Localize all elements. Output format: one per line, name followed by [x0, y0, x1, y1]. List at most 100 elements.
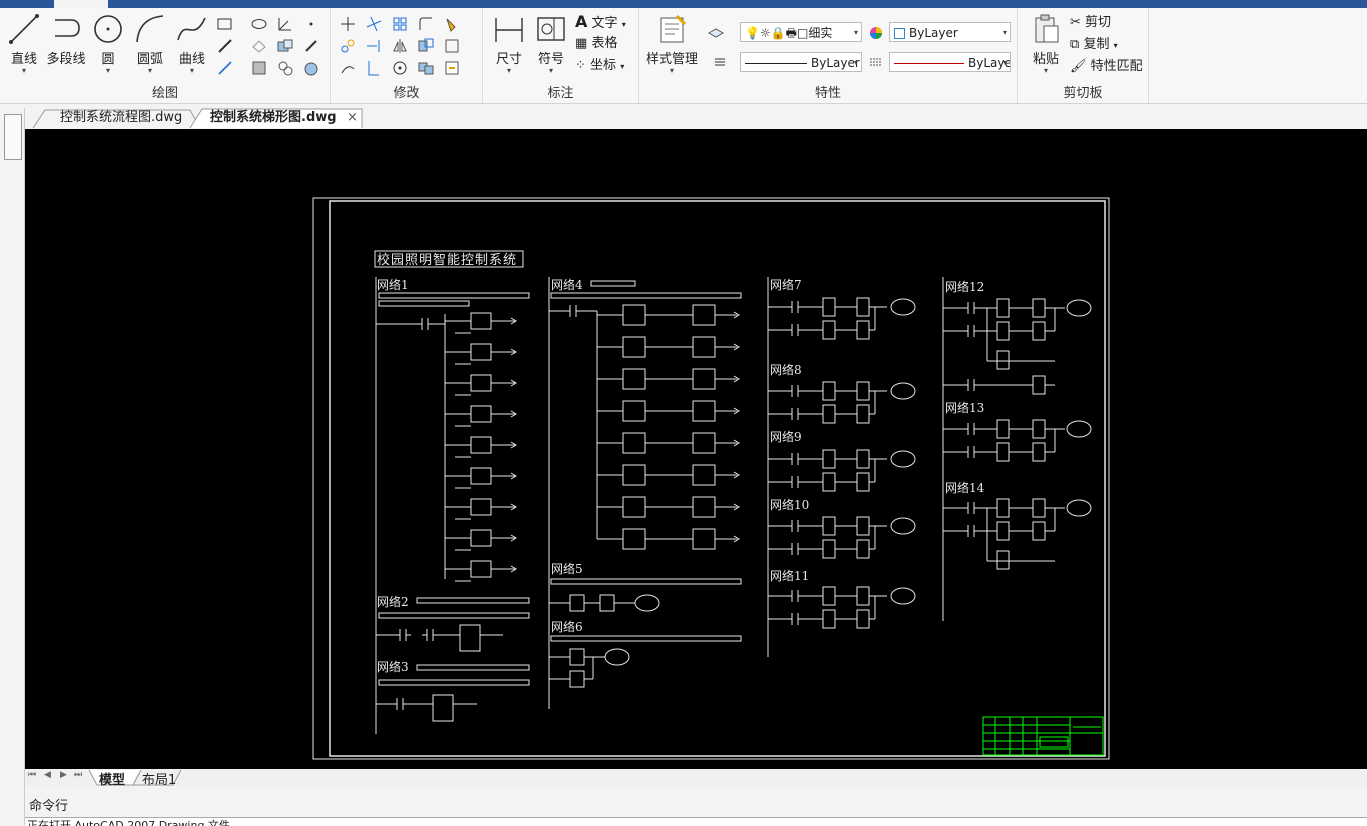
- array-icon[interactable]: [391, 15, 409, 33]
- copy-tool[interactable]: ⧉ 复制 ▾: [1070, 37, 1118, 52]
- arrow-head: [510, 348, 517, 356]
- ray-icon[interactable]: [216, 59, 234, 77]
- polyline-icon: [55, 19, 80, 37]
- layout-tab-model[interactable]: 模型: [99, 773, 126, 788]
- spline-tool[interactable]: 曲线 ▾: [170, 12, 214, 75]
- paste-label: 粘贴: [1032, 52, 1059, 67]
- join-icon[interactable]: [417, 59, 435, 77]
- function-block: [1032, 375, 1046, 395]
- ribbon-tab-active[interactable]: [54, 0, 108, 8]
- function-block: [470, 343, 492, 361]
- rectangle-icon[interactable]: [216, 15, 234, 33]
- arc-tool[interactable]: 圆弧 ▾: [128, 12, 172, 75]
- line-icon: [9, 14, 39, 44]
- paste-tool[interactable]: 粘贴 ▾: [1024, 12, 1068, 75]
- properties-palette-icon[interactable]: [4, 114, 22, 160]
- polyline-tool[interactable]: 多段线: [44, 12, 88, 67]
- lineweight-icon[interactable]: [867, 53, 885, 71]
- cut-tool[interactable]: ✂ 剪切: [1070, 13, 1111, 33]
- function-block: [569, 670, 585, 688]
- function-block: [996, 442, 1010, 462]
- arrow-head: [733, 471, 740, 479]
- arrow-head: [510, 317, 517, 325]
- gradient-icon[interactable]: [276, 37, 294, 55]
- command-history[interactable]: 正在打开 AutoCAD 2007 Drawing 文件。: [25, 817, 1367, 826]
- function-block: [692, 304, 716, 326]
- paint-icon[interactable]: [443, 15, 461, 33]
- doc-tab-flowchart[interactable]: 控制系统流程图.dwg: [50, 108, 192, 128]
- point-icon[interactable]: [302, 15, 320, 33]
- ribbon: 直线 ▾ 多段线 圆 ▾ 圆弧 ▾ 曲线 ▾: [0, 8, 1367, 104]
- table-tool[interactable]: ▦ 表格: [575, 34, 617, 54]
- network-label: 网络8: [770, 362, 802, 377]
- extend-icon[interactable]: [365, 37, 383, 55]
- function-block: [1032, 321, 1046, 341]
- layer-combo[interactable]: 💡☼🔒🖶□细实▾: [740, 22, 862, 42]
- arrow-head: [733, 535, 740, 543]
- rotate-icon[interactable]: [391, 59, 409, 77]
- offset-icon[interactable]: [443, 37, 461, 55]
- network-label: 网络3: [377, 659, 409, 674]
- angle-icon[interactable]: [276, 15, 294, 33]
- dimension-tool[interactable]: 尺寸 ▾: [487, 12, 531, 75]
- function-block: [470, 529, 492, 547]
- fillet-icon[interactable]: [417, 15, 435, 33]
- linetype-list-icon[interactable]: [711, 53, 729, 71]
- region-icon[interactable]: [250, 37, 268, 55]
- construction-line-icon[interactable]: [216, 37, 234, 55]
- lineweight-combo[interactable]: ByLayer▾: [889, 52, 1011, 72]
- close-tab-icon[interactable]: ×: [347, 110, 358, 125]
- command-area: 命令行 正在打开 AutoCAD 2007 Drawing 文件。: [25, 786, 1367, 826]
- function-block: [622, 304, 646, 326]
- comment-bar: [378, 292, 530, 299]
- comment-bar: [378, 612, 530, 619]
- hatch-icon[interactable]: [250, 59, 268, 77]
- layout-tabs: ⏮ ◀ ▶ ⏭ 模型 布局1: [25, 769, 1367, 788]
- network-label: 网络2: [377, 594, 409, 609]
- revision-cloud-icon[interactable]: [276, 59, 294, 77]
- match-properties-tool[interactable]: 🖌 特性匹配: [1070, 57, 1143, 77]
- linetype-combo[interactable]: ByLayer▾: [740, 52, 862, 72]
- ladder-networks: 网络1网络2网络3网络4网络5网络6网络7网络8网络9网络10网络11网络12网…: [376, 277, 1092, 722]
- doc-tab-ladder[interactable]: 控制系统梯形图.dwg: [200, 108, 347, 128]
- next-layout-icon[interactable]: ▶: [60, 770, 67, 780]
- scale-icon[interactable]: [417, 37, 435, 55]
- first-layout-icon[interactable]: ⏮: [28, 770, 37, 780]
- ellipse-icon[interactable]: [250, 15, 268, 33]
- drawing-title: 校园照明智能控制系统: [377, 252, 517, 268]
- text-tool[interactable]: A 文字 ▾: [575, 12, 626, 31]
- copy-object-icon[interactable]: [339, 37, 357, 55]
- circle-tool[interactable]: 圆 ▾: [86, 12, 130, 75]
- move-icon[interactable]: [339, 15, 357, 33]
- coordinate-tool[interactable]: ⁘ 坐标 ▾: [575, 58, 625, 73]
- style-manager-tool[interactable]: 样式管理 ▾: [643, 12, 701, 75]
- layout-tab-outline: [88, 769, 182, 786]
- function-block: [622, 528, 646, 550]
- layer-properties-icon[interactable]: [707, 23, 725, 41]
- layout-tab-layout1[interactable]: 布局1: [142, 773, 177, 788]
- output-coil: [890, 587, 916, 605]
- function-block: [856, 320, 870, 340]
- function-block: [470, 312, 492, 330]
- prev-layout-icon[interactable]: ◀: [44, 770, 51, 780]
- color-combo[interactable]: ByLayer▾: [889, 22, 1011, 42]
- mirror-icon[interactable]: [391, 37, 409, 55]
- color-wheel-icon[interactable]: [867, 24, 885, 42]
- output-coil: [890, 298, 916, 316]
- line-tool[interactable]: 直线 ▾: [2, 12, 46, 75]
- line-label: 直线: [10, 52, 37, 67]
- function-block: [459, 624, 481, 652]
- pick-point-icon[interactable]: [302, 37, 320, 55]
- function-block: [1032, 298, 1046, 318]
- polyline-label: 多段线: [46, 52, 86, 67]
- last-layout-icon[interactable]: ⏭: [74, 770, 83, 780]
- wipeout-icon[interactable]: [302, 59, 320, 77]
- color-swatch: [894, 28, 905, 39]
- trim-icon[interactable]: [365, 15, 383, 33]
- properties-edit-icon[interactable]: [443, 59, 461, 77]
- title-bar: [0, 0, 1367, 8]
- symbol-tool[interactable]: 符号 ▾: [529, 12, 573, 75]
- stretch-icon[interactable]: [339, 59, 357, 77]
- break-icon[interactable]: [365, 59, 383, 77]
